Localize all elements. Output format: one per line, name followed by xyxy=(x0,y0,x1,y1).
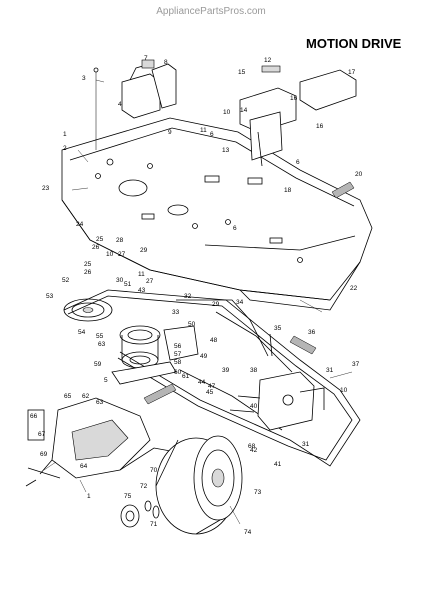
callout-13: 13 xyxy=(222,147,230,154)
callout-6b: 6 xyxy=(296,159,300,166)
callout-50: 50 xyxy=(188,321,196,328)
callout-17: 17 xyxy=(348,69,356,76)
upper-bracket-assembly xyxy=(93,59,177,150)
callout-25a: 25 xyxy=(96,236,104,243)
callout-4: 4 xyxy=(118,101,122,108)
callout-28: 28 xyxy=(116,237,124,244)
callout-18: 18 xyxy=(284,187,292,194)
callout-26a: 26 xyxy=(92,244,100,251)
callout-66: 66 xyxy=(30,413,38,420)
callout-1-bottom: 1 xyxy=(87,493,91,500)
callout-2: 2 xyxy=(63,145,67,152)
drive-belt xyxy=(63,289,361,467)
callout-labels: 1 1 2 3 4 5 6 6 6 7 8 9 10 10 10 11 11 1… xyxy=(30,55,363,536)
callout-57: 57 xyxy=(174,351,182,358)
callout-15: 15 xyxy=(238,69,246,76)
callout-43: 43 xyxy=(138,287,146,294)
callout-49: 49 xyxy=(200,353,208,360)
callout-32: 32 xyxy=(184,293,192,300)
callout-74: 74 xyxy=(244,529,252,536)
callout-20: 20 xyxy=(355,171,363,178)
callout-34: 34 xyxy=(236,299,244,306)
callout-52: 52 xyxy=(62,277,70,284)
callout-56: 56 xyxy=(174,343,182,350)
callout-12: 12 xyxy=(264,57,272,64)
callout-47: 47 xyxy=(208,383,216,390)
callout-25b: 25 xyxy=(84,261,92,268)
right-side-bracket xyxy=(229,335,325,431)
leader-lines xyxy=(43,79,353,525)
callout-31a: 31 xyxy=(326,367,334,374)
callout-10a: 10 xyxy=(223,109,231,116)
callout-64: 64 xyxy=(80,463,88,470)
callout-51: 51 xyxy=(124,281,132,288)
callout-39: 39 xyxy=(222,367,230,374)
lever-linkage xyxy=(111,325,199,405)
callout-1-top: 1 xyxy=(63,131,67,138)
callout-72: 72 xyxy=(140,483,148,490)
callout-63b: 63 xyxy=(96,399,104,406)
callout-14: 14 xyxy=(240,107,248,114)
callout-7: 7 xyxy=(144,55,148,62)
callout-29a: 29 xyxy=(140,247,148,254)
callout-62: 62 xyxy=(82,393,90,400)
callout-45: 45 xyxy=(206,389,214,396)
callout-63a: 63 xyxy=(98,341,106,348)
callout-3: 3 xyxy=(82,75,86,82)
callout-44: 44 xyxy=(198,379,206,386)
callout-48: 48 xyxy=(210,337,218,344)
callout-54: 54 xyxy=(78,329,86,336)
diagram-title: MOTION DRIVE xyxy=(306,36,402,51)
callout-16a: 16 xyxy=(290,95,298,102)
callout-33: 33 xyxy=(172,309,180,316)
callout-23: 23 xyxy=(42,185,50,192)
callout-29b: 29 xyxy=(212,301,220,308)
callout-8: 8 xyxy=(164,59,168,66)
callout-69: 69 xyxy=(40,451,48,458)
callout-30: 30 xyxy=(116,277,124,284)
callout-11b: 11 xyxy=(138,271,145,278)
callout-16b: 16 xyxy=(316,123,324,130)
callout-55: 55 xyxy=(96,333,104,340)
right-upper-brackets xyxy=(239,65,357,167)
callout-10c: 10 xyxy=(340,387,348,394)
callout-11a: 11 xyxy=(200,127,207,134)
callout-37: 37 xyxy=(352,361,360,368)
callout-53: 53 xyxy=(46,293,54,300)
callout-75: 75 xyxy=(124,493,132,500)
callout-35: 35 xyxy=(274,325,282,332)
watermark-text: AppliancePartsPros.com xyxy=(156,6,266,17)
callout-9: 9 xyxy=(168,129,172,136)
callout-26b: 26 xyxy=(84,269,92,276)
callout-6c: 6 xyxy=(233,225,237,232)
callout-5: 5 xyxy=(104,377,108,384)
callout-42: 42 xyxy=(250,447,258,454)
callout-31b: 31 xyxy=(302,441,310,448)
callout-40: 40 xyxy=(250,403,258,410)
callout-36: 36 xyxy=(308,329,316,336)
callout-73: 73 xyxy=(254,489,262,496)
callout-65: 65 xyxy=(64,393,72,400)
callout-24: 24 xyxy=(76,221,84,228)
callout-59: 59 xyxy=(94,361,102,368)
callout-61: 61 xyxy=(182,373,190,380)
callout-10b: 10 xyxy=(106,251,114,258)
main-frame xyxy=(61,117,373,311)
callout-68: 68 xyxy=(248,443,256,450)
callout-70: 70 xyxy=(150,467,158,474)
callout-6a: 6 xyxy=(210,131,214,138)
callout-27b: 27 xyxy=(146,278,154,285)
spring-20 xyxy=(331,181,355,199)
callout-71: 71 xyxy=(150,521,158,528)
callout-67: 67 xyxy=(38,431,46,438)
wheel-tire xyxy=(120,435,243,535)
callout-38: 38 xyxy=(250,367,258,374)
transaxle xyxy=(25,397,177,487)
callout-27a: 27 xyxy=(118,251,126,258)
callout-60: 60 xyxy=(174,369,182,376)
callout-22: 22 xyxy=(350,285,358,292)
callout-58: 58 xyxy=(174,359,182,366)
callout-41: 41 xyxy=(274,461,282,468)
